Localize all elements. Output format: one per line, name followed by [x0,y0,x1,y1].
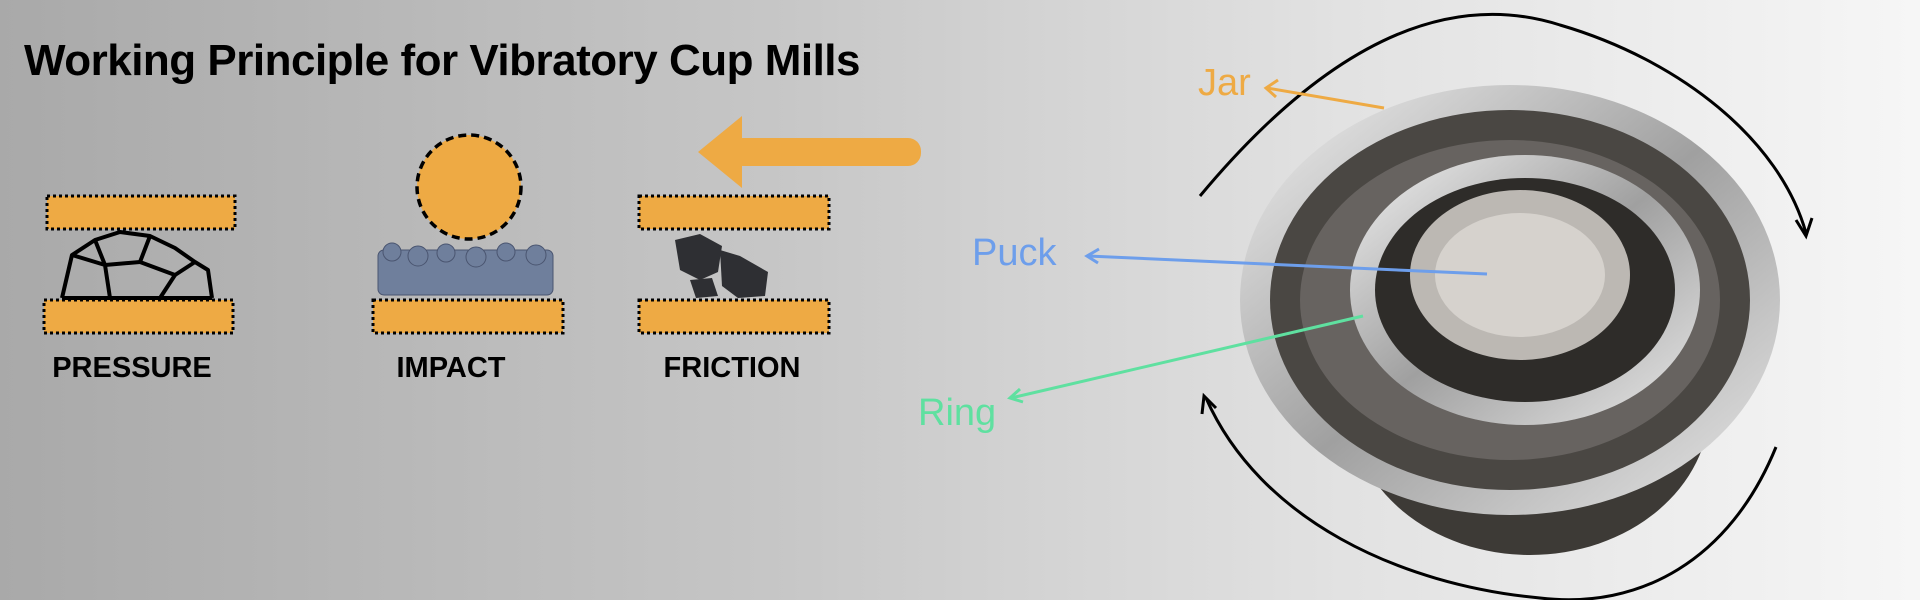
rock-outline-icon [60,230,214,300]
coal-rock-icon [675,234,768,298]
puck-label: Puck [972,232,1057,274]
bottom-pad [371,298,565,335]
friction-illustration [637,194,831,335]
jar-pointer [1263,78,1385,110]
bottom-pad [637,298,831,335]
page-title: Working Principle for Vibratory Cup Mill… [24,36,861,85]
label-pressure: PRESSURE [52,352,212,384]
pressure-illustration [42,194,237,335]
jar-label: Jar [1198,62,1251,104]
ring-pointer [1007,314,1364,404]
ring-label: Ring [918,392,997,434]
impact-illustration [371,133,565,335]
rotation-arrow-icon [1198,12,1814,600]
puck-pointer [1084,247,1488,276]
top-pad [45,194,237,231]
impact-ball [415,133,523,241]
crushed-particles-icon [377,242,554,296]
label-impact: IMPACT [396,352,506,384]
motion-arrow-icon [698,116,921,188]
vibratory-cup-image [1240,85,1780,555]
label-friction: FRICTION [663,352,801,384]
bottom-pad [42,298,235,335]
top-pad [637,194,831,231]
